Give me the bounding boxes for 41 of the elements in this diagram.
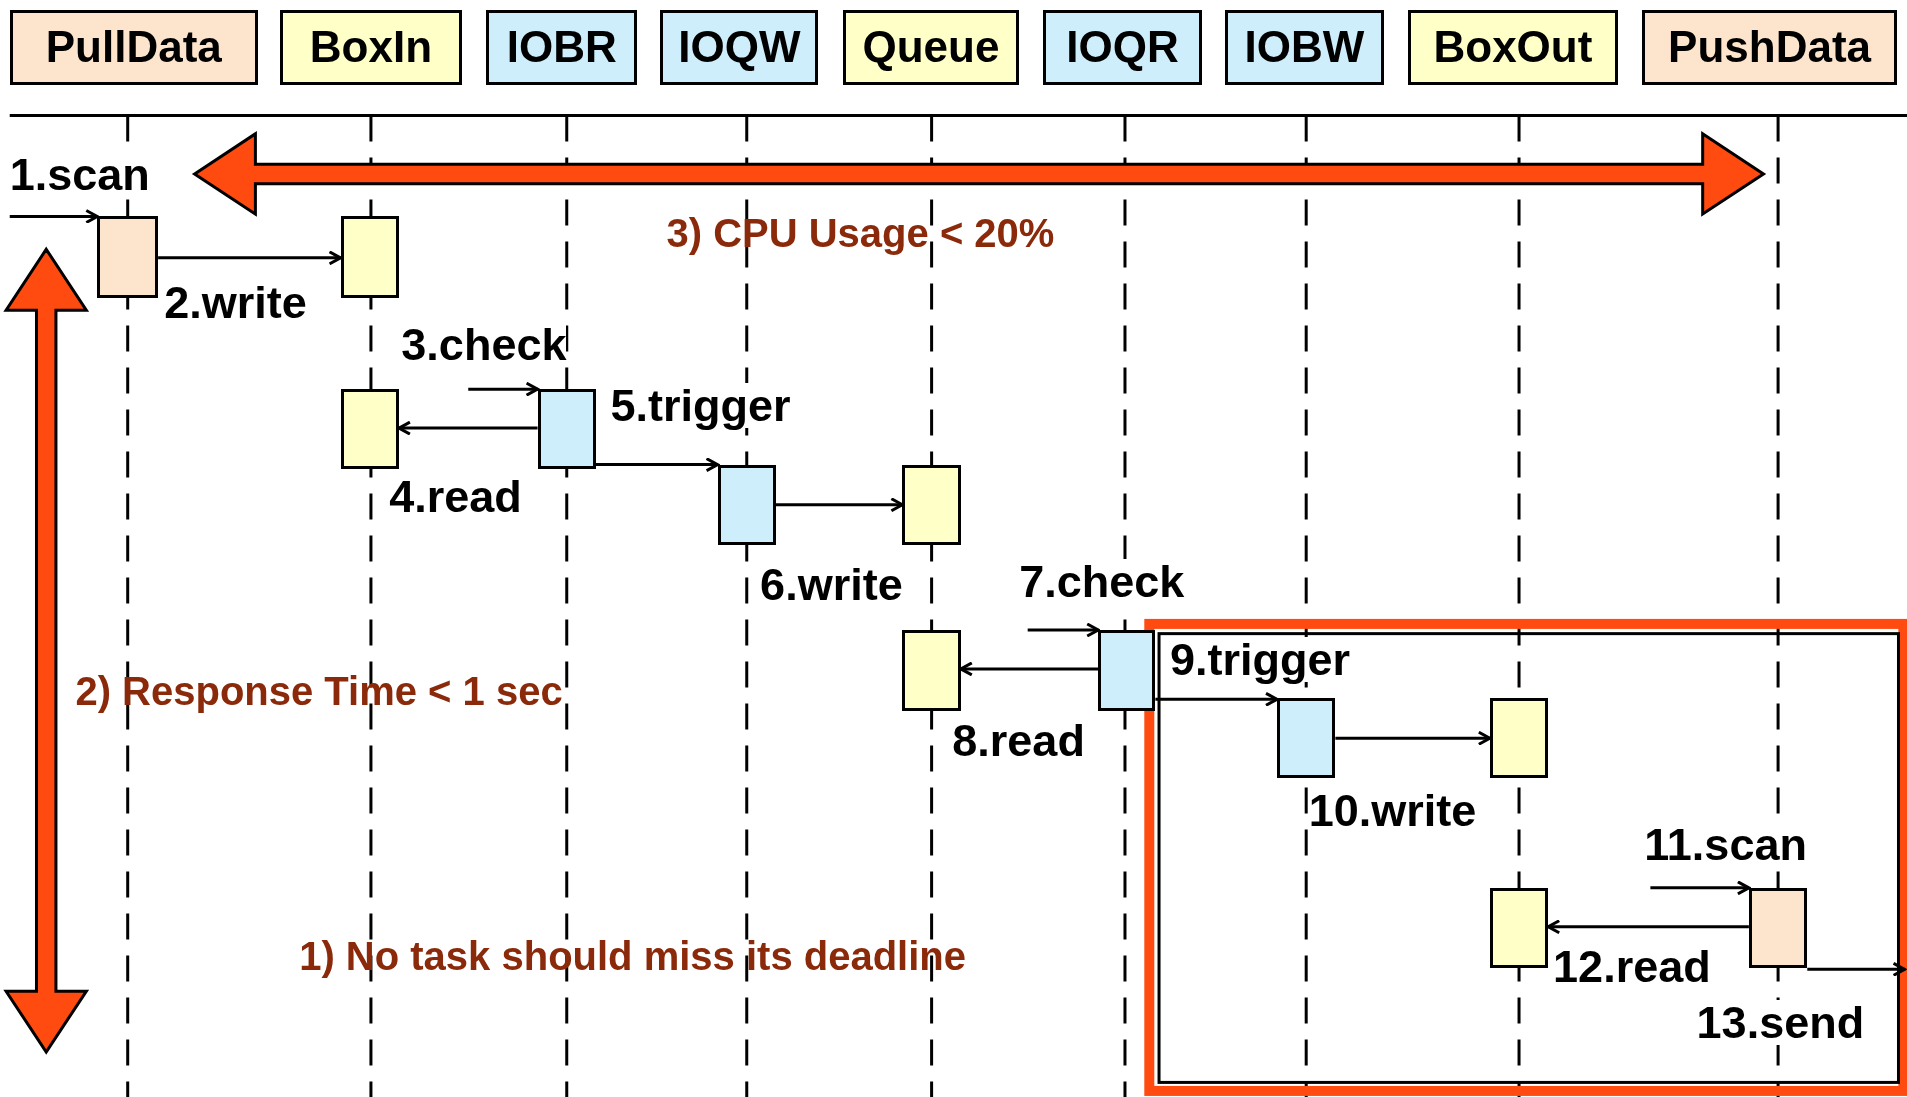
lifeline-header: BoxIn <box>279 9 463 86</box>
requirement-note: 1) No task should miss its deadline <box>299 936 966 977</box>
arrow <box>1650 880 1751 896</box>
activation-bar <box>340 389 399 470</box>
arrow <box>1155 691 1279 707</box>
lifeline-header: IOQR <box>1043 9 1202 86</box>
activation-bar <box>1098 630 1156 712</box>
activation-bar <box>97 216 159 298</box>
lifeline-header: Queue <box>842 9 1020 86</box>
arrow <box>775 497 904 513</box>
arrow <box>1027 622 1100 638</box>
edge-label: 9.trigger <box>1169 637 1350 683</box>
arrow <box>1335 730 1492 746</box>
activation-bar <box>1277 698 1336 779</box>
activation-bar <box>902 464 961 545</box>
activation-bar <box>902 630 961 712</box>
arrow <box>1546 919 1749 935</box>
edge-label: 13.send <box>1696 999 1865 1045</box>
requirement-note: 3) CPU Usage < 20% <box>666 212 1055 253</box>
activation-bar <box>1489 887 1549 969</box>
lifeline-header: IOQW <box>660 9 819 86</box>
lifeline-header: PullData <box>9 9 258 86</box>
activation-bar <box>717 464 776 545</box>
activation-bar <box>340 216 399 298</box>
activation-bar <box>1489 698 1549 779</box>
edge-label: 5.trigger <box>610 383 791 429</box>
arrow <box>468 381 540 397</box>
activation-bar <box>1748 887 1808 969</box>
lifeline-header: PushData <box>1641 9 1898 86</box>
requirement-note: 2) Response Time < 1 sec <box>75 671 563 712</box>
arrow <box>595 457 720 473</box>
lifeline-header: IOBR <box>486 9 638 86</box>
edge-label: 7.check <box>1019 559 1185 605</box>
arrow <box>959 661 1099 677</box>
activation-bar <box>537 389 596 470</box>
lifeline-header: IOBW <box>1224 9 1384 86</box>
arrow <box>158 250 343 266</box>
arrow <box>397 420 538 436</box>
arrow <box>9 209 99 224</box>
lifeline-header: BoxOut <box>1408 9 1618 86</box>
arrow <box>1807 961 1907 977</box>
